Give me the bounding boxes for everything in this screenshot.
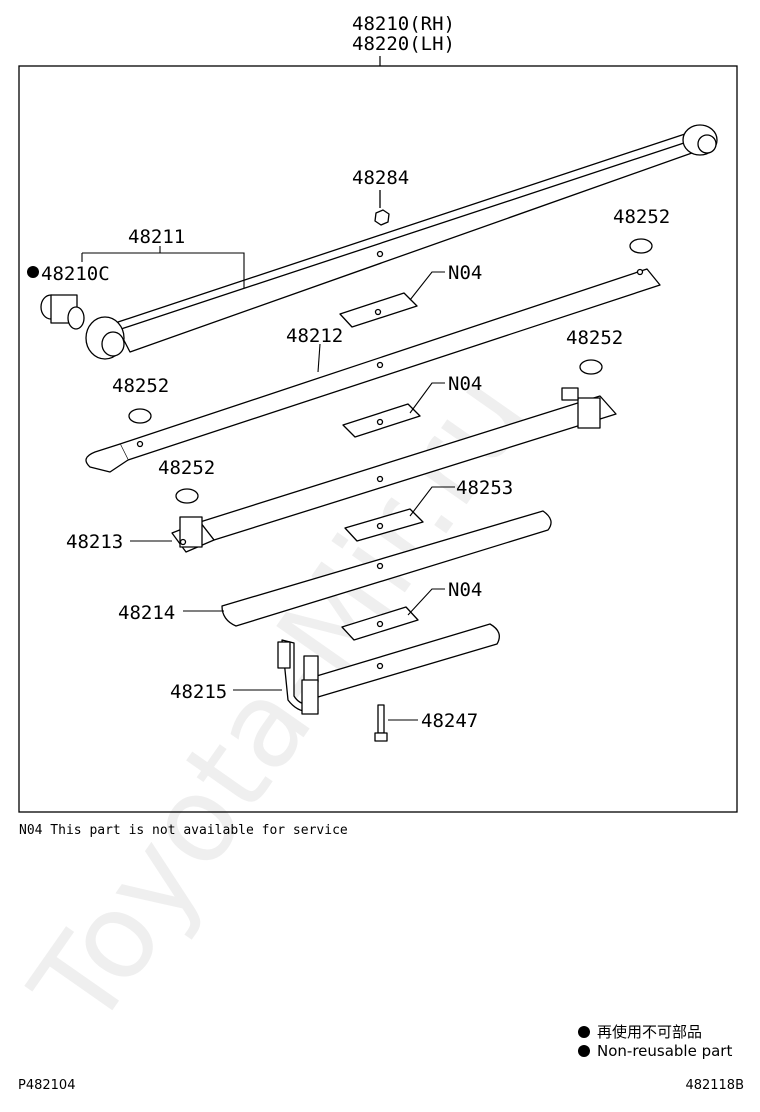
leaf-48214 [221,510,552,627]
label-48213: 48213 [66,531,123,553]
bolt-48247 [374,704,388,742]
label-48247: 48247 [421,710,478,732]
leaf-48213 [171,387,617,553]
nut-48284 [374,190,390,226]
label-48252-a: 48252 [613,206,670,228]
assembly-number-rh: 48210(RH) [352,13,455,35]
label-48210c: 48210C [41,263,110,285]
label-48252-c: 48252 [566,327,623,349]
legend-en: Non-reusable part [578,1042,732,1060]
footer-left-code: P482104 [18,1078,76,1093]
label-n04-b: N04 [448,373,482,395]
leaf-48212 [85,268,661,473]
legend-jp-label: 再使用不可部品 [597,1023,703,1041]
label-n04-a: N04 [448,262,482,284]
legend-jp: 再使用不可部品 [578,1021,702,1042]
footer-right-code: 482118B [685,1078,744,1093]
rubber-pad-48252-a [629,238,653,254]
filled-circle-icon [27,266,39,278]
label-48211: 48211 [128,226,185,248]
label-48214: 48214 [118,602,175,624]
pad-48253 [344,508,424,542]
leaf-48215 [277,623,500,715]
diagram-frame [18,65,738,813]
rubber-pad-48252-b [128,408,152,424]
label-n04-c: N04 [448,579,482,601]
label-48252-d: 48252 [158,457,215,479]
label-48215: 48215 [170,681,227,703]
legend-en-label: Non-reusable part [597,1042,733,1060]
label-48253: 48253 [456,477,513,499]
label-48212: 48212 [286,325,343,347]
filled-circle-icon [578,1045,590,1057]
bushing-48210c [40,294,85,330]
leaf-48211 [85,124,718,360]
label-48284: 48284 [352,167,409,189]
filled-circle-icon [578,1025,590,1038]
label-48252-b: 48252 [112,375,169,397]
rubber-pad-48252-c [579,359,603,375]
rubber-pad-48252-d [175,488,199,504]
service-note: N04 This part is not available for servi… [19,823,348,838]
assembly-number-lh: 48220(LH) [352,33,455,55]
